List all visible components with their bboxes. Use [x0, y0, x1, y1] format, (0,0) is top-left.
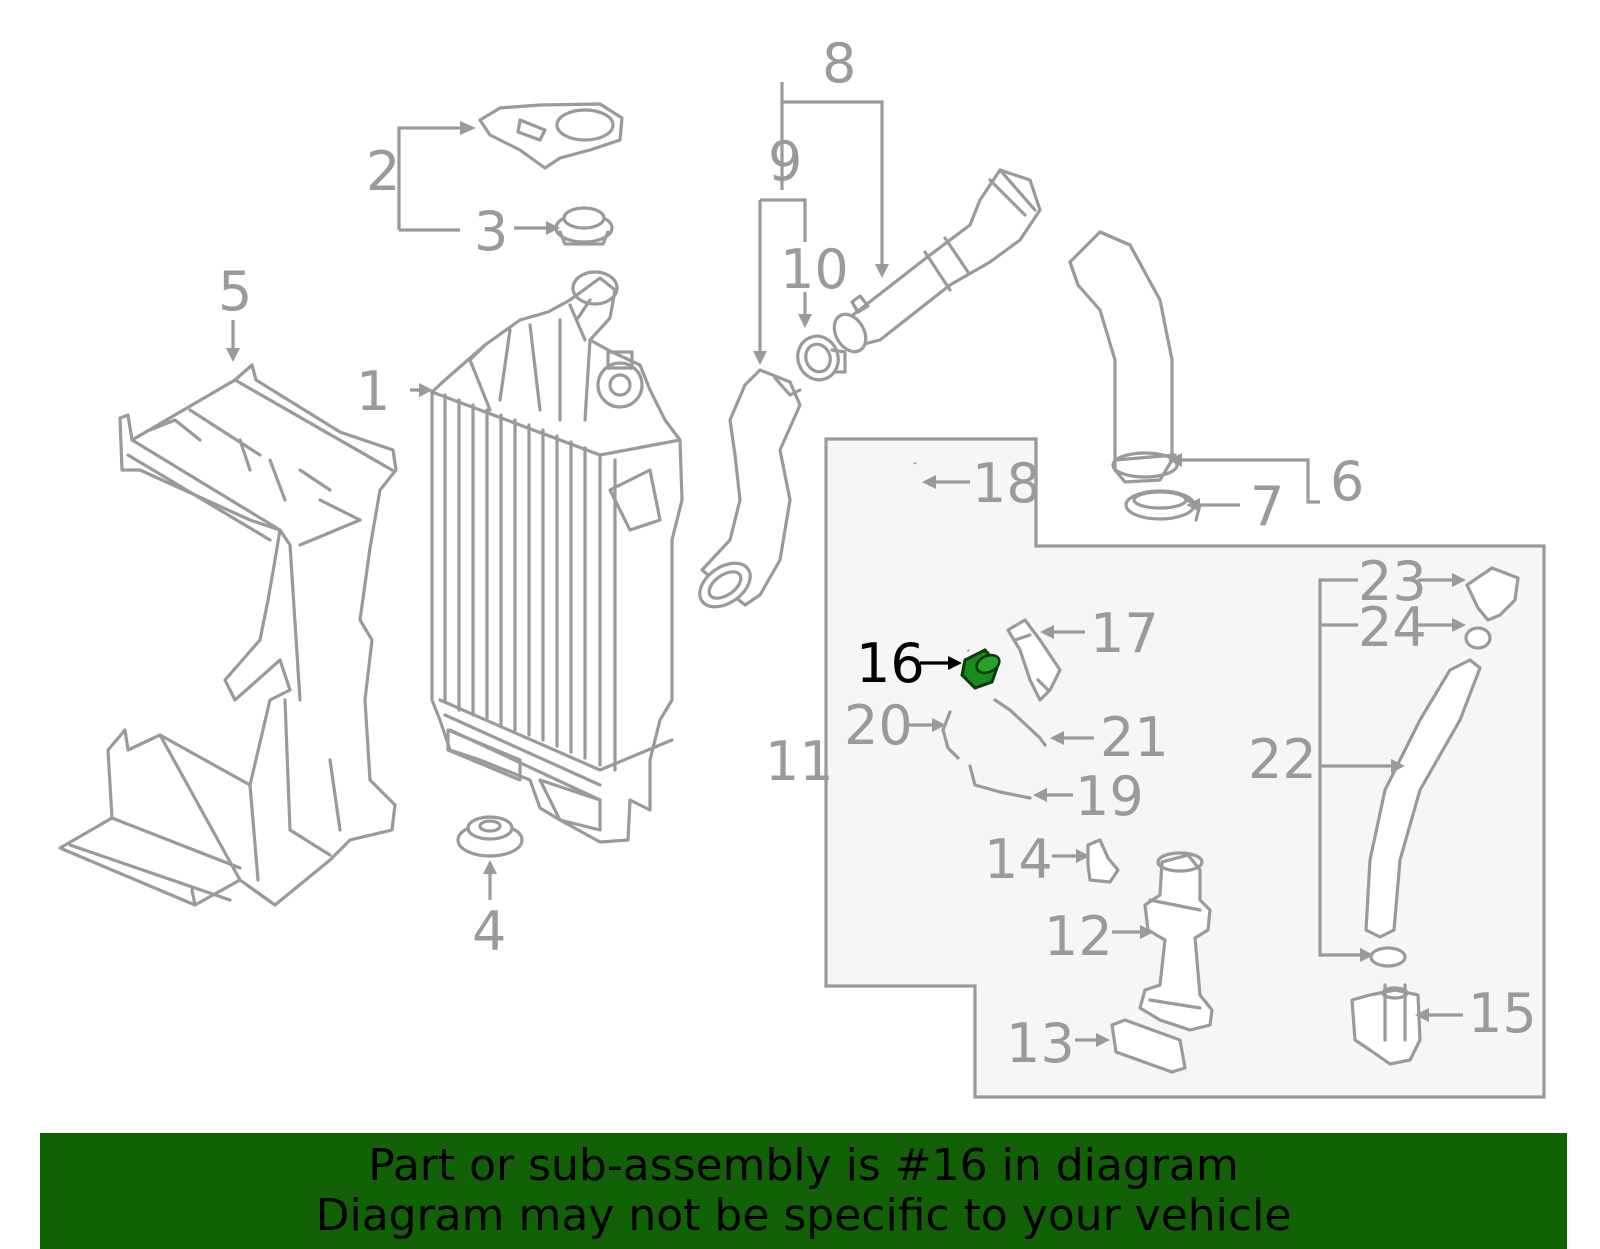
part-10-clamp	[796, 334, 847, 382]
part-12-pump	[1138, 851, 1214, 1032]
part-20-seal	[941, 710, 960, 760]
callout-22: 22	[1248, 728, 1317, 791]
callout-8: 8	[822, 32, 856, 95]
callout-2: 2	[366, 140, 400, 203]
part-17-bracket	[1006, 618, 1062, 702]
leader-lines	[226, 82, 1466, 1047]
part-3-grommet	[554, 206, 614, 246]
part-18-hose	[913, 462, 970, 652]
part-6-hose	[1068, 230, 1179, 484]
callout-9: 9	[768, 130, 802, 193]
info-banner: Part or sub-assembly is #16 in diagram D…	[40, 1133, 1567, 1249]
callout-18: 18	[972, 452, 1041, 515]
callout-6: 6	[1330, 450, 1364, 513]
part-1-intercooler	[430, 270, 684, 844]
callout-3: 3	[474, 200, 508, 263]
callout-20: 20	[844, 694, 913, 757]
callout-10: 10	[780, 238, 849, 301]
callout-15: 15	[1468, 982, 1537, 1045]
part-14-sensor	[1086, 838, 1120, 884]
part-23-sensor	[1465, 566, 1520, 622]
part-9-hose	[698, 368, 802, 609]
part-22-hose	[1364, 658, 1482, 968]
inset-panel	[824, 437, 1546, 1099]
banner-line-1: Part or sub-assembly is #16 in diagram	[368, 1140, 1239, 1191]
part-21-pipe	[993, 698, 1047, 747]
callout-23: 23	[1358, 550, 1427, 613]
callout-21: 21	[1100, 706, 1169, 769]
callout-4: 4	[472, 900, 506, 963]
part-13-sensor	[1110, 1018, 1187, 1074]
part-5-air-duct	[58, 363, 398, 907]
callout-19: 19	[1075, 765, 1144, 828]
part-19-pipe	[968, 764, 1032, 800]
callout-5: 5	[218, 260, 252, 323]
part-8-pipe	[832, 168, 1042, 354]
part-15-valve	[1350, 983, 1422, 1066]
callout-14: 14	[984, 828, 1053, 891]
callout-1: 1	[356, 360, 390, 423]
part-16-highlighted	[960, 648, 1001, 690]
callout-17: 17	[1090, 602, 1159, 665]
callout-7: 7	[1250, 475, 1284, 538]
callout-13: 13	[1006, 1012, 1075, 1075]
callout-12: 12	[1044, 905, 1113, 968]
callout-16: 16	[856, 632, 925, 695]
callout-11: 11	[765, 730, 834, 793]
part-4-grommet	[456, 815, 524, 858]
banner-line-2: Diagram may not be specific to your vehi…	[315, 1190, 1292, 1241]
callout-24: 24	[1358, 596, 1427, 659]
part-24-ring	[1464, 626, 1492, 650]
parts-diagram: 1 2 3 4 5 6 7 8 9 10 11 12 13 14 15 16 1…	[58, 32, 1546, 1099]
part-2-bracket	[478, 102, 624, 170]
